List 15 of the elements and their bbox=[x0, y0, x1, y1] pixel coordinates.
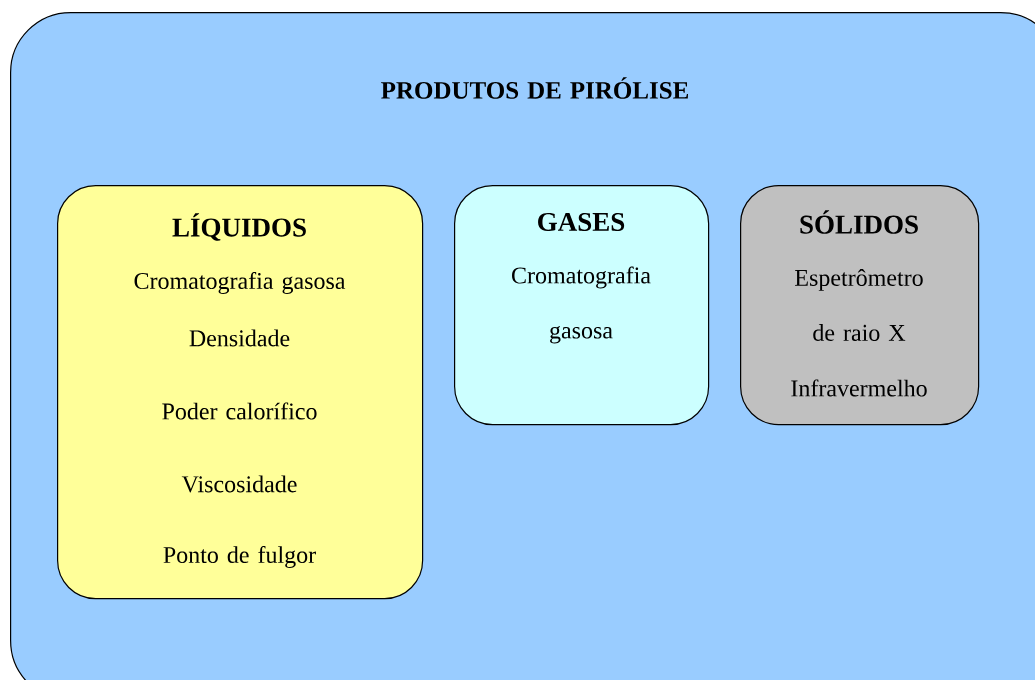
item-text: Cromatografia gasosa bbox=[512, 266, 651, 344]
heading: PRODUTOS DE PIRÓLISE bbox=[381, 77, 688, 99]
category-box bbox=[740, 185, 980, 426]
category-box bbox=[57, 185, 424, 600]
item-text: Densidade bbox=[189, 329, 290, 347]
item-text: Ponto de fulgor bbox=[163, 545, 316, 569]
item-text: Viscosidade bbox=[181, 475, 297, 493]
heading: LÍQUIDOS bbox=[172, 213, 306, 241]
heading: GASES bbox=[538, 212, 625, 232]
category-box bbox=[454, 185, 710, 426]
item-text: Espetrômetro de raio X bbox=[795, 269, 923, 341]
heading: SÓLIDOS bbox=[800, 210, 918, 234]
item-text: Poder calorífico bbox=[162, 402, 317, 420]
item-text: Cromatografia gasosa bbox=[134, 271, 346, 295]
item-text: Infravermelho bbox=[791, 379, 927, 397]
